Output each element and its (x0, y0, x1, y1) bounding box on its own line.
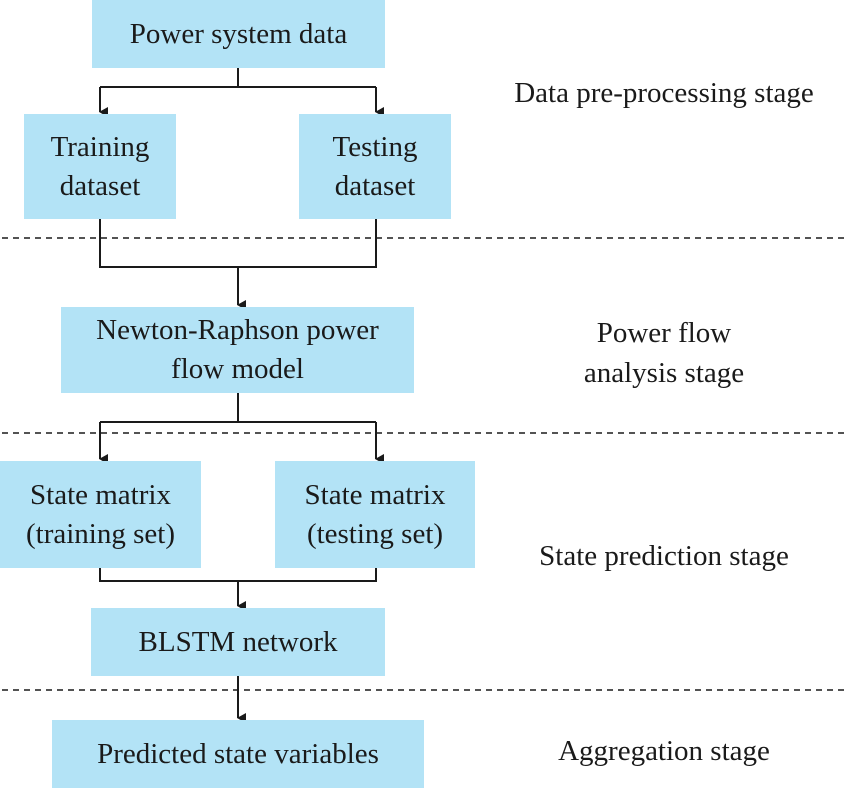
stage-label-power-flow: Power flow analysis stage (536, 313, 792, 393)
stage-label-data-preprocessing: Data pre-processing stage (514, 77, 814, 109)
predicted-state-variables-label: Predicted state variables (97, 737, 379, 770)
power-system-data-label: Power system data (129, 17, 348, 50)
training-dataset-line2: dataset (59, 169, 141, 202)
newton-raphson-line1: Newton-Raphson power (96, 314, 379, 346)
testing-dataset-line1: Testing (332, 130, 418, 163)
state-matrix-training-box: State matrix (training set) (0, 461, 201, 568)
testing-dataset-line2: dataset (334, 169, 416, 202)
newton-raphson-box: Newton-Raphson power flow model (61, 307, 414, 393)
testing-dataset-box: Testing dataset (299, 114, 451, 219)
state-matrix-training-line1: State matrix (30, 478, 171, 511)
newton-raphson-line2: flow model (171, 353, 304, 385)
state-matrix-testing-box: State matrix (testing set) (275, 461, 475, 568)
stage-power-flow-line1: Power flow (596, 317, 732, 349)
connector-data-to-split (100, 68, 376, 88)
blstm-network-box: BLSTM network (91, 608, 385, 676)
connector-state-merge (99, 568, 377, 582)
state-matrix-training-line2: (training set) (26, 517, 175, 550)
state-matrix-testing-line2: (testing set) (306, 517, 444, 550)
stage-label-aggregation: Aggregation stage (558, 735, 770, 767)
state-matrix-testing-line1: State matrix (304, 478, 446, 511)
training-dataset-box: Training dataset (24, 114, 176, 219)
stage-power-flow-line2: analysis stage (583, 357, 745, 389)
power-system-data-box: Power system data (92, 0, 385, 68)
connector-newton-split (100, 393, 376, 423)
blstm-network-label: BLSTM network (138, 625, 338, 658)
predicted-state-variables-box: Predicted state variables (52, 720, 424, 788)
stage-label-state-prediction: State prediction stage (539, 540, 789, 572)
training-dataset-line1: Training (50, 130, 150, 163)
connector-datasets-merge (99, 219, 377, 268)
